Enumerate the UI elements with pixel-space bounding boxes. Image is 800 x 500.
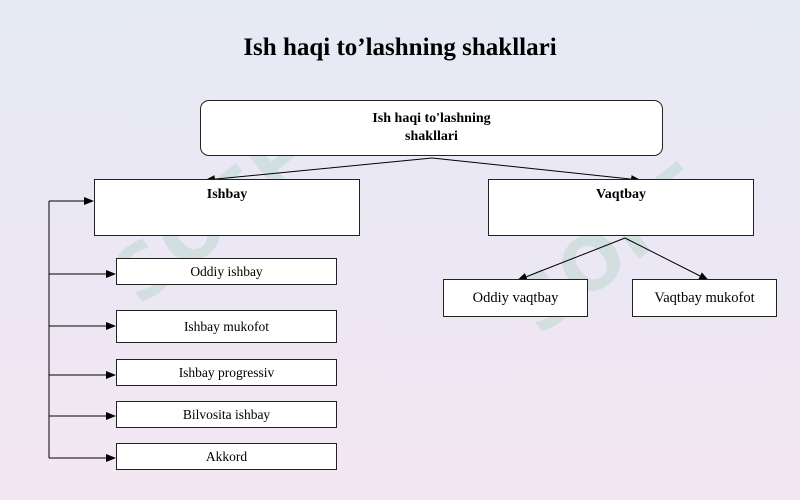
root-node-label-line1: Ish haqi to'lashning [372,111,491,126]
node-akkord: Akkord [116,443,337,470]
root-node: Ish haqi to'lashning shakllari [200,100,663,156]
page-title: Ish haqi to’lashning shakllari [243,34,557,61]
edge-vaqtbay-mukofot [624,237,709,281]
node-ishbay: Ishbay [94,179,360,236]
node-vaqtbay-mukofot: Vaqtbay mukofot [632,279,777,317]
node-ishbay-progressiv: Ishbay progressiv [116,359,337,386]
edge-root-ishbay [205,157,433,184]
node-oddiy-vaqtbay: Oddiy vaqtbay [443,279,588,317]
root-node-label-line2: shakllari [405,129,458,144]
node-vaqtbay: Vaqtbay [488,179,754,236]
node-ishbay-mukofot: Ishbay mukofot [116,310,337,343]
edge-root-vaqtbay [431,157,641,184]
edge-vaqtbay-oddiy [517,237,626,281]
node-oddiy-ishbay: Oddiy ishbay [116,258,337,285]
node-bilvosita-ishbay: Bilvosita ishbay [116,401,337,428]
